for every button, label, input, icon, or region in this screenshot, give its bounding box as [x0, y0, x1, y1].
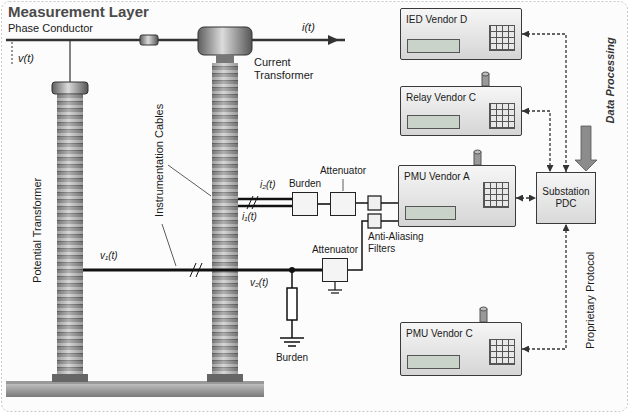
signal-label: v₂(t) — [250, 277, 268, 289]
signal-label: i(t) — [302, 21, 315, 34]
ct-neck — [216, 55, 234, 63]
pt-shading — [57, 94, 83, 381]
ct-shading — [212, 63, 238, 381]
burden-wire — [291, 320, 293, 338]
component-box: Attenuator — [330, 192, 356, 216]
part-label: Phase Conductor — [8, 22, 93, 35]
device-box: Relay Vendor C — [400, 86, 522, 136]
protocol-label: Proprietary Protocol — [585, 251, 598, 348]
pt-flange — [52, 374, 88, 382]
ct-head — [198, 27, 252, 55]
keypad — [483, 182, 509, 208]
keypad — [489, 103, 515, 129]
leader-line — [162, 224, 176, 266]
signal-wire — [381, 220, 398, 222]
signal-label: i₁(t) — [242, 211, 257, 223]
component-box: Attenuator — [322, 258, 348, 282]
resistor-symbol — [287, 288, 297, 320]
phase-conductor — [6, 39, 345, 42]
part-label: Instrumentation Cables — [154, 103, 167, 216]
display-screen — [407, 115, 460, 129]
device-label: PMU Vendor C — [406, 328, 473, 340]
pt-cap — [52, 82, 88, 94]
cable-break — [190, 263, 196, 277]
data-link — [522, 224, 566, 349]
device-box: IED Vendor D — [400, 8, 522, 60]
data-link — [522, 111, 550, 172]
part-label: Potential Transformer — [32, 177, 45, 282]
ground-symbol — [288, 345, 296, 347]
part-label: Anti-Aliasing Filters — [368, 231, 440, 254]
signal-wire — [356, 202, 368, 204]
ground-slab — [6, 383, 264, 397]
ct-cable — [238, 198, 292, 201]
component-box: Burden — [292, 192, 318, 216]
component-label: Attenuator — [320, 165, 366, 177]
device-box: PMU Vendor C — [400, 322, 522, 376]
ct-cable — [238, 205, 292, 208]
signal-label: i₂(t) — [260, 179, 275, 191]
device-label: Relay Vendor C — [406, 92, 476, 104]
diagram-title: Measurement Layer — [8, 3, 149, 20]
cable-break — [247, 196, 253, 209]
signal-label: v₁(t) — [100, 250, 118, 262]
cable-break — [252, 196, 258, 209]
signal-label: v(t) — [18, 52, 34, 65]
device-box: PMU Vendor A — [398, 165, 516, 227]
pt-cable — [83, 269, 322, 272]
burden-wire — [291, 270, 293, 288]
ground-symbol — [328, 289, 342, 290]
keypad — [489, 339, 515, 365]
current-arrow — [328, 35, 339, 45]
part-label: Current Transformer — [254, 56, 328, 81]
process-label: Data Processing — [604, 37, 617, 123]
data-link — [522, 34, 566, 172]
data-link — [516, 197, 536, 198]
display-screen — [407, 355, 460, 369]
part-label: Burden — [276, 352, 308, 364]
signal-wire — [381, 202, 398, 204]
ground-symbol — [334, 282, 335, 290]
device-label: IED Vendor D — [406, 14, 467, 26]
gps-antenna — [482, 72, 489, 76]
keypad — [489, 25, 515, 51]
leader-line — [343, 179, 344, 191]
display-screen — [407, 39, 460, 53]
data-link — [318, 203, 330, 205]
pt-insulator — [57, 94, 83, 381]
component-label: Attenuator — [312, 244, 358, 256]
device-label: PMU Vendor A — [404, 171, 470, 183]
ground-symbol — [331, 292, 339, 293]
filter-symbol — [368, 196, 381, 210]
ct-insulator — [212, 63, 238, 381]
component-label: Burden — [289, 178, 321, 190]
leader-line — [168, 165, 211, 196]
device-label: Substation PDC — [537, 186, 595, 210]
processing-arrow — [575, 126, 597, 171]
ground-symbol — [280, 337, 304, 339]
concentrator-box: Substation PDC — [536, 172, 596, 224]
ground-symbol — [284, 341, 300, 343]
gps-antenna — [474, 150, 481, 154]
gps-antenna — [480, 307, 487, 311]
ct-flange — [207, 374, 243, 382]
display-screen — [405, 206, 456, 220]
voltage-marker — [12, 42, 13, 64]
conductor-clamp — [140, 35, 158, 45]
cable-break — [196, 263, 202, 277]
filter-symbol — [368, 214, 381, 228]
pt-lead — [69, 40, 70, 84]
